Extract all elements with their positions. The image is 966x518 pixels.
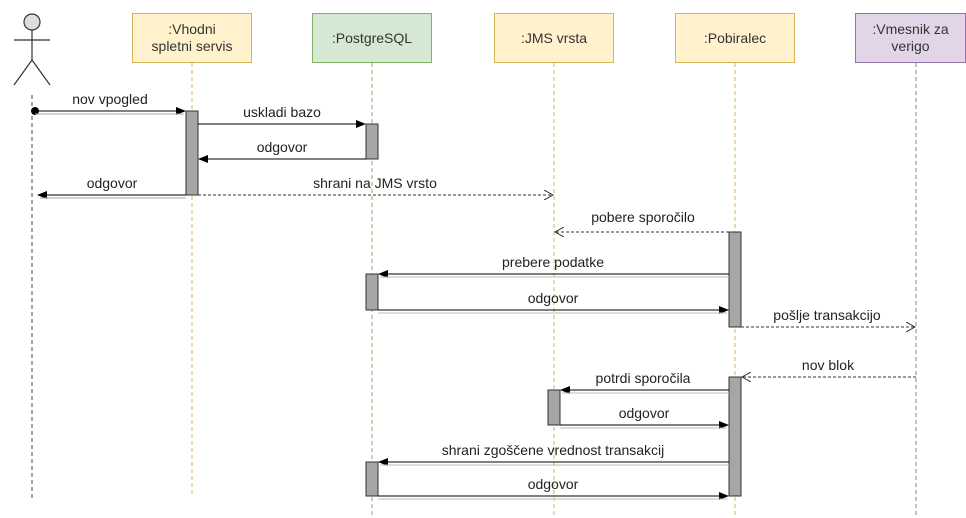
actor-icon — [13, 13, 51, 86]
activation-collector-1 — [728, 231, 742, 328]
label-m9: pošlje transakcijo — [773, 307, 881, 323]
participant-postgresql: :PostgreSQL — [312, 13, 432, 63]
label-m4: odgovor — [87, 175, 138, 191]
label-m12: odgovor — [619, 405, 670, 421]
label-m10: nov blok — [802, 357, 855, 373]
activation-postgresql-3 — [365, 461, 379, 497]
participant-collector: :Pobiralec — [675, 13, 795, 63]
label-m2: uskladi bazo — [243, 104, 321, 120]
label-m8: odgovor — [528, 290, 579, 306]
participant-jms-queue: :JMS vrsta — [494, 13, 614, 63]
label-m13: shrani zgoščene vrednost transakcij — [442, 442, 665, 458]
label-m1: nov vpogled — [72, 91, 148, 107]
participant-gateway: :Vhodni spletni servis — [132, 13, 252, 63]
label-m6: pobere sporočilo — [591, 209, 695, 225]
label-m5: shrani na JMS vrsto — [313, 175, 437, 191]
activation-collector-2 — [728, 376, 742, 497]
activation-postgresql-2 — [365, 273, 379, 311]
participant-chain-broker: :Vmesnik za verigo — [855, 13, 966, 63]
label-m14: odgovor — [528, 476, 579, 492]
label-m11: potrdi sporočila — [596, 370, 691, 386]
activation-jms-queue — [547, 389, 561, 426]
activation-postgresql-1 — [365, 123, 379, 160]
label-m7: prebere podatke — [502, 254, 604, 270]
label-m3: odgovor — [257, 139, 308, 155]
activation-gateway — [185, 110, 199, 196]
